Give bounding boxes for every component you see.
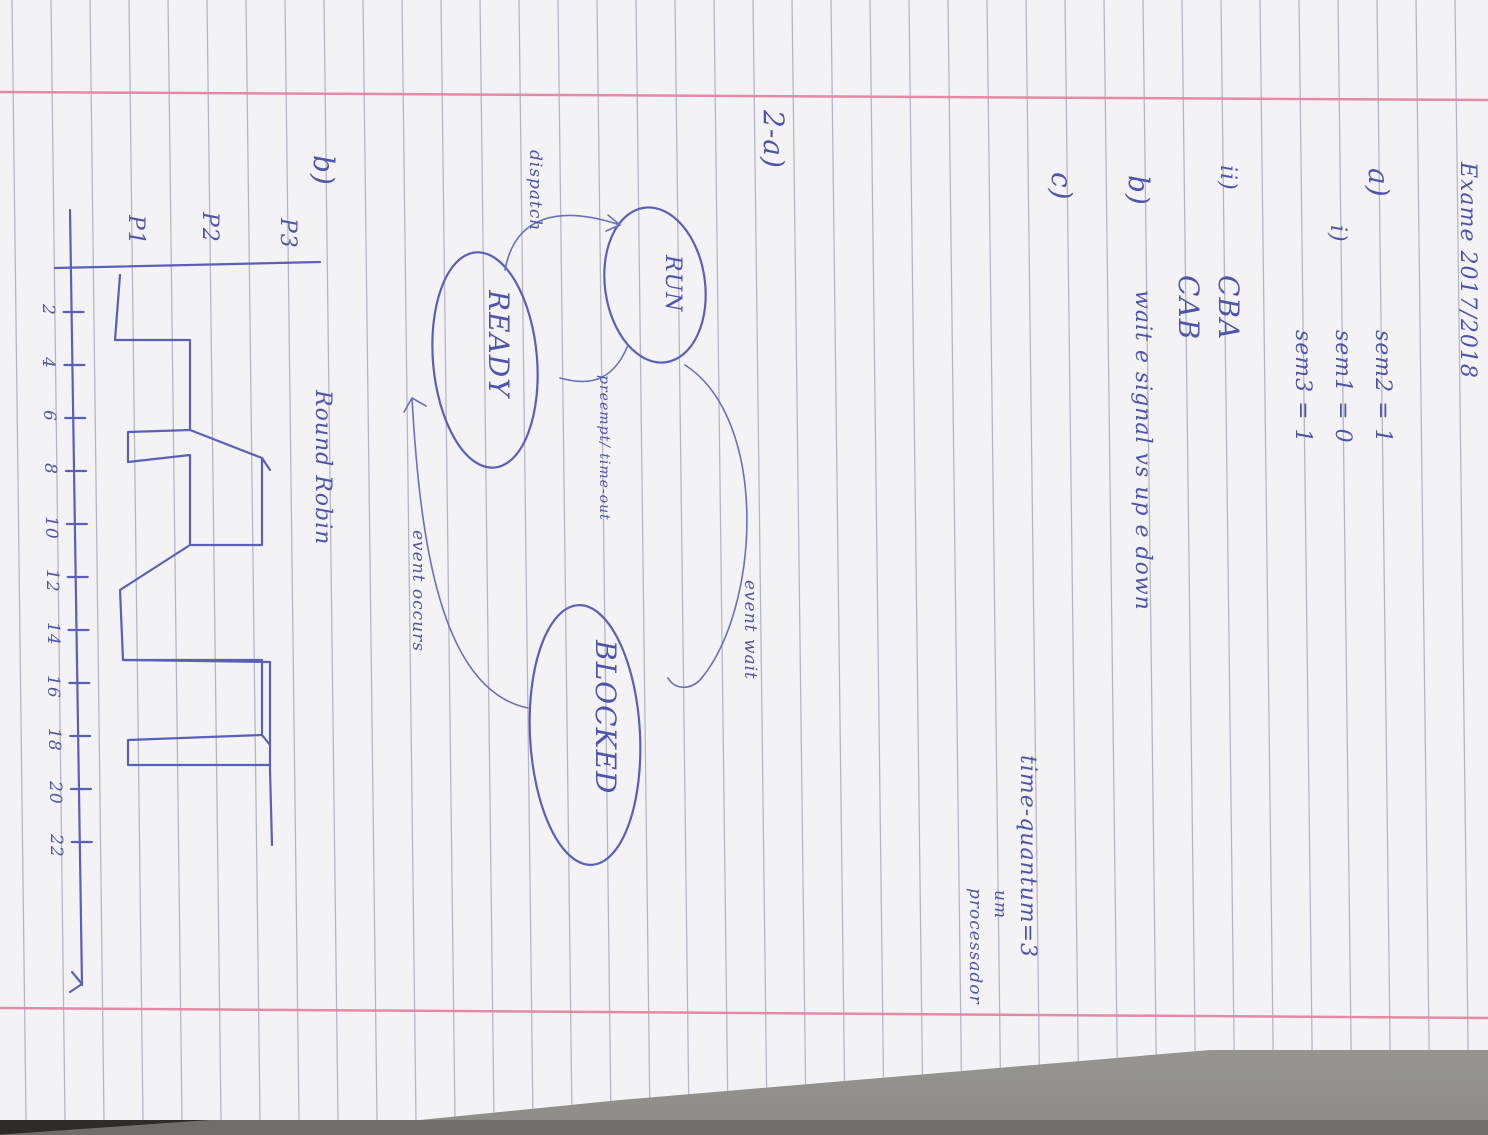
time-tick-label: 22: [45, 834, 66, 858]
ruled-line: [323, 0, 339, 1120]
dispatch-arrowhead: [605, 214, 621, 232]
ruled-line: [596, 0, 612, 1120]
preempt-arrow: [559, 344, 629, 383]
ruled-line: [206, 0, 222, 1120]
run-state-ellipse: [603, 206, 707, 364]
time-tick-label: 2: [37, 304, 58, 316]
time-tick-label: 10: [40, 516, 61, 540]
ruled-line: [284, 0, 300, 1120]
sem-line-2: sem1 = 0: [1330, 330, 1355, 444]
p3-gantt-line: [260, 456, 272, 747]
process-axis: [53, 260, 322, 270]
process-p1-label: P1: [123, 215, 148, 246]
ruled-line: [830, 0, 846, 1120]
algorithm-label: Round Robin: [310, 390, 335, 546]
state-blocked-label: BLOCKED: [589, 640, 622, 795]
time-tick-label: 12: [41, 569, 62, 593]
ruled-line: [167, 0, 183, 1120]
section-a-label: a): [1362, 168, 1395, 198]
ruled-line: [1025, 0, 1041, 1120]
state-ready-label: READY: [482, 290, 515, 398]
process-p2-label: P2: [197, 212, 222, 243]
ruled-line: [479, 0, 495, 1120]
ruled-line: [1103, 0, 1119, 1120]
ruled-line: [635, 0, 651, 1120]
ruled-line: [128, 0, 144, 1120]
quantum-note: time-quantum=3: [1015, 755, 1040, 959]
ruled-line: [752, 0, 768, 1120]
section-b2-label: b): [307, 155, 340, 186]
ruled-line: [869, 0, 885, 1120]
margin-line-top: [0, 90, 1488, 102]
preempt-label: preempt/ time-out: [596, 375, 612, 521]
state-run-label: RUN: [660, 255, 685, 313]
processor-note: processador: [965, 888, 985, 1005]
ruled-line: [986, 0, 1002, 1120]
ruled-line: [1220, 0, 1236, 1120]
sem-line-3: sem3 = 1: [1290, 330, 1315, 444]
ruled-line: [362, 0, 378, 1120]
sub-i-label: i): [1325, 225, 1350, 243]
dispatch-label: dispatch: [525, 150, 545, 232]
sub-ii-label: ii): [1215, 165, 1240, 191]
ruled-line: [908, 0, 924, 1120]
dispatch-arrow: [504, 214, 621, 271]
ruled-line: [791, 0, 807, 1120]
event-occurs-arrowhead: [403, 397, 427, 413]
ruled-line: [1259, 0, 1275, 1120]
ruled-line: [245, 0, 261, 1120]
ruled-line: [11, 0, 27, 1120]
section-b-label: b): [1122, 175, 1155, 206]
ruled-line: [713, 0, 729, 1120]
page-title: Exame 2017/2018: [1455, 162, 1480, 379]
event-occurs-arrow: [411, 397, 529, 709]
time-tick-label: 14: [42, 622, 63, 646]
sem-line-1: sem2 = 1: [1370, 330, 1395, 444]
time-tick-label: 20: [44, 781, 65, 805]
ruled-line: [947, 0, 963, 1120]
time-tick-label: 6: [39, 410, 60, 422]
time-axis-arrowhead: [68, 970, 84, 994]
ruled-line: [50, 0, 66, 1120]
tick-marks: [62, 310, 93, 844]
order-cab: CAB: [1172, 275, 1205, 341]
margin-line-bottom: [0, 1006, 1488, 1020]
p2-gantt-line: [121, 428, 274, 847]
ruled-line: [518, 0, 534, 1120]
event-occurs-label: event occurs: [408, 530, 428, 652]
event-wait-arrow: [667, 364, 748, 689]
ruled-line: [440, 0, 456, 1120]
ruled-line: [1376, 0, 1392, 1120]
ruled-line: [1454, 0, 1470, 1120]
ruled-line: [89, 0, 105, 1120]
time-tick-label: 16: [43, 675, 64, 699]
time-tick-label: 18: [44, 728, 65, 752]
answer-b-text: wait e signal vs up e down: [1130, 290, 1155, 611]
blocked-state-ellipse: [528, 604, 642, 866]
section-c-label: c): [1045, 172, 1078, 201]
ruled-line: [674, 0, 690, 1120]
ruled-line: [557, 0, 573, 1120]
ruled-line: [1142, 0, 1158, 1120]
ruled-line: [1298, 0, 1314, 1120]
processor-note-um: um: [990, 890, 1010, 920]
question-2a-label: 2-a): [757, 110, 790, 169]
ruled-line: [401, 0, 417, 1120]
time-axis: [68, 208, 84, 987]
process-p3-label: P3: [275, 218, 300, 249]
ruled-line: [1415, 0, 1431, 1120]
event-wait-label: event wait: [740, 580, 760, 680]
ready-state-ellipse: [431, 251, 539, 469]
ruled-line: [1181, 0, 1197, 1120]
ruled-line: [1064, 0, 1080, 1120]
ruled-line: [1337, 0, 1353, 1120]
order-cba: CBA: [1212, 275, 1245, 341]
time-tick-label: 4: [38, 357, 59, 369]
time-tick-label: 8: [40, 463, 61, 475]
